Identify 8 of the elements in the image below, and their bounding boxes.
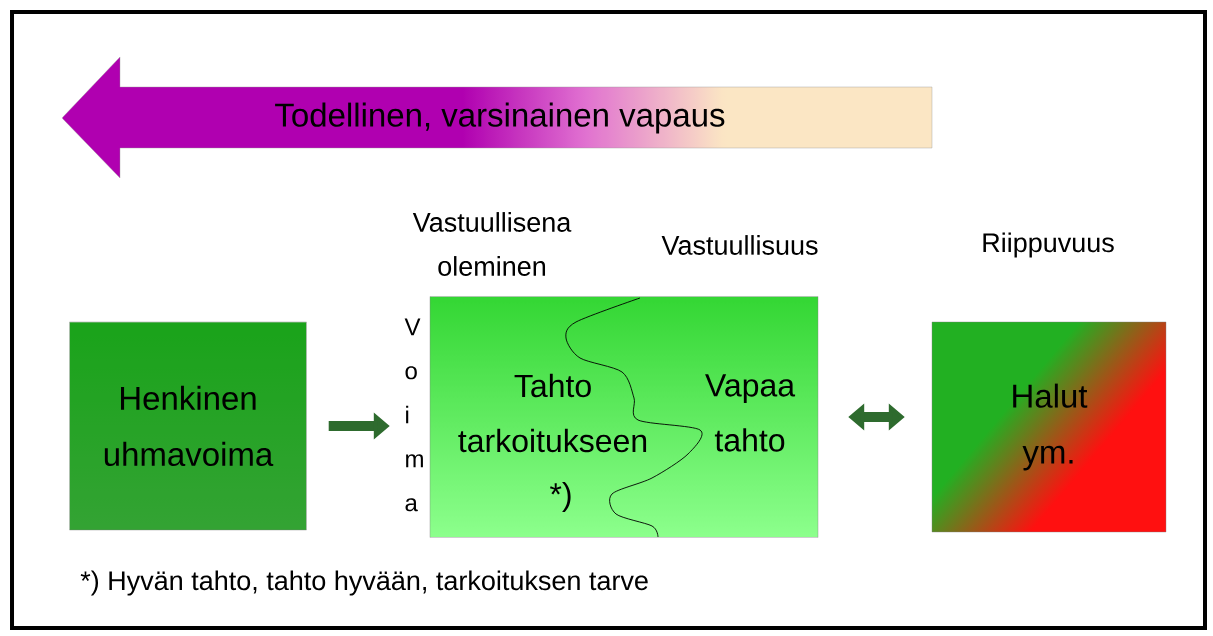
process-box: Henkinen uhmavoima [69, 321, 307, 531]
vertical-label: V o i m a [404, 318, 423, 512]
heading: Vastuullisuus [661, 235, 818, 255]
split-box: Tahto tarkoitukseen *) Vapaa tahto [429, 296, 819, 538]
heading: Vastuullisena oleminen [412, 212, 572, 276]
heading: Riippuvuus [983, 232, 1114, 258]
footnote: *) Hyvän tahto, tahto hyvään, tarkoituksen tarve [80, 570, 648, 596]
process-box: Halut ym. [931, 321, 1167, 533]
